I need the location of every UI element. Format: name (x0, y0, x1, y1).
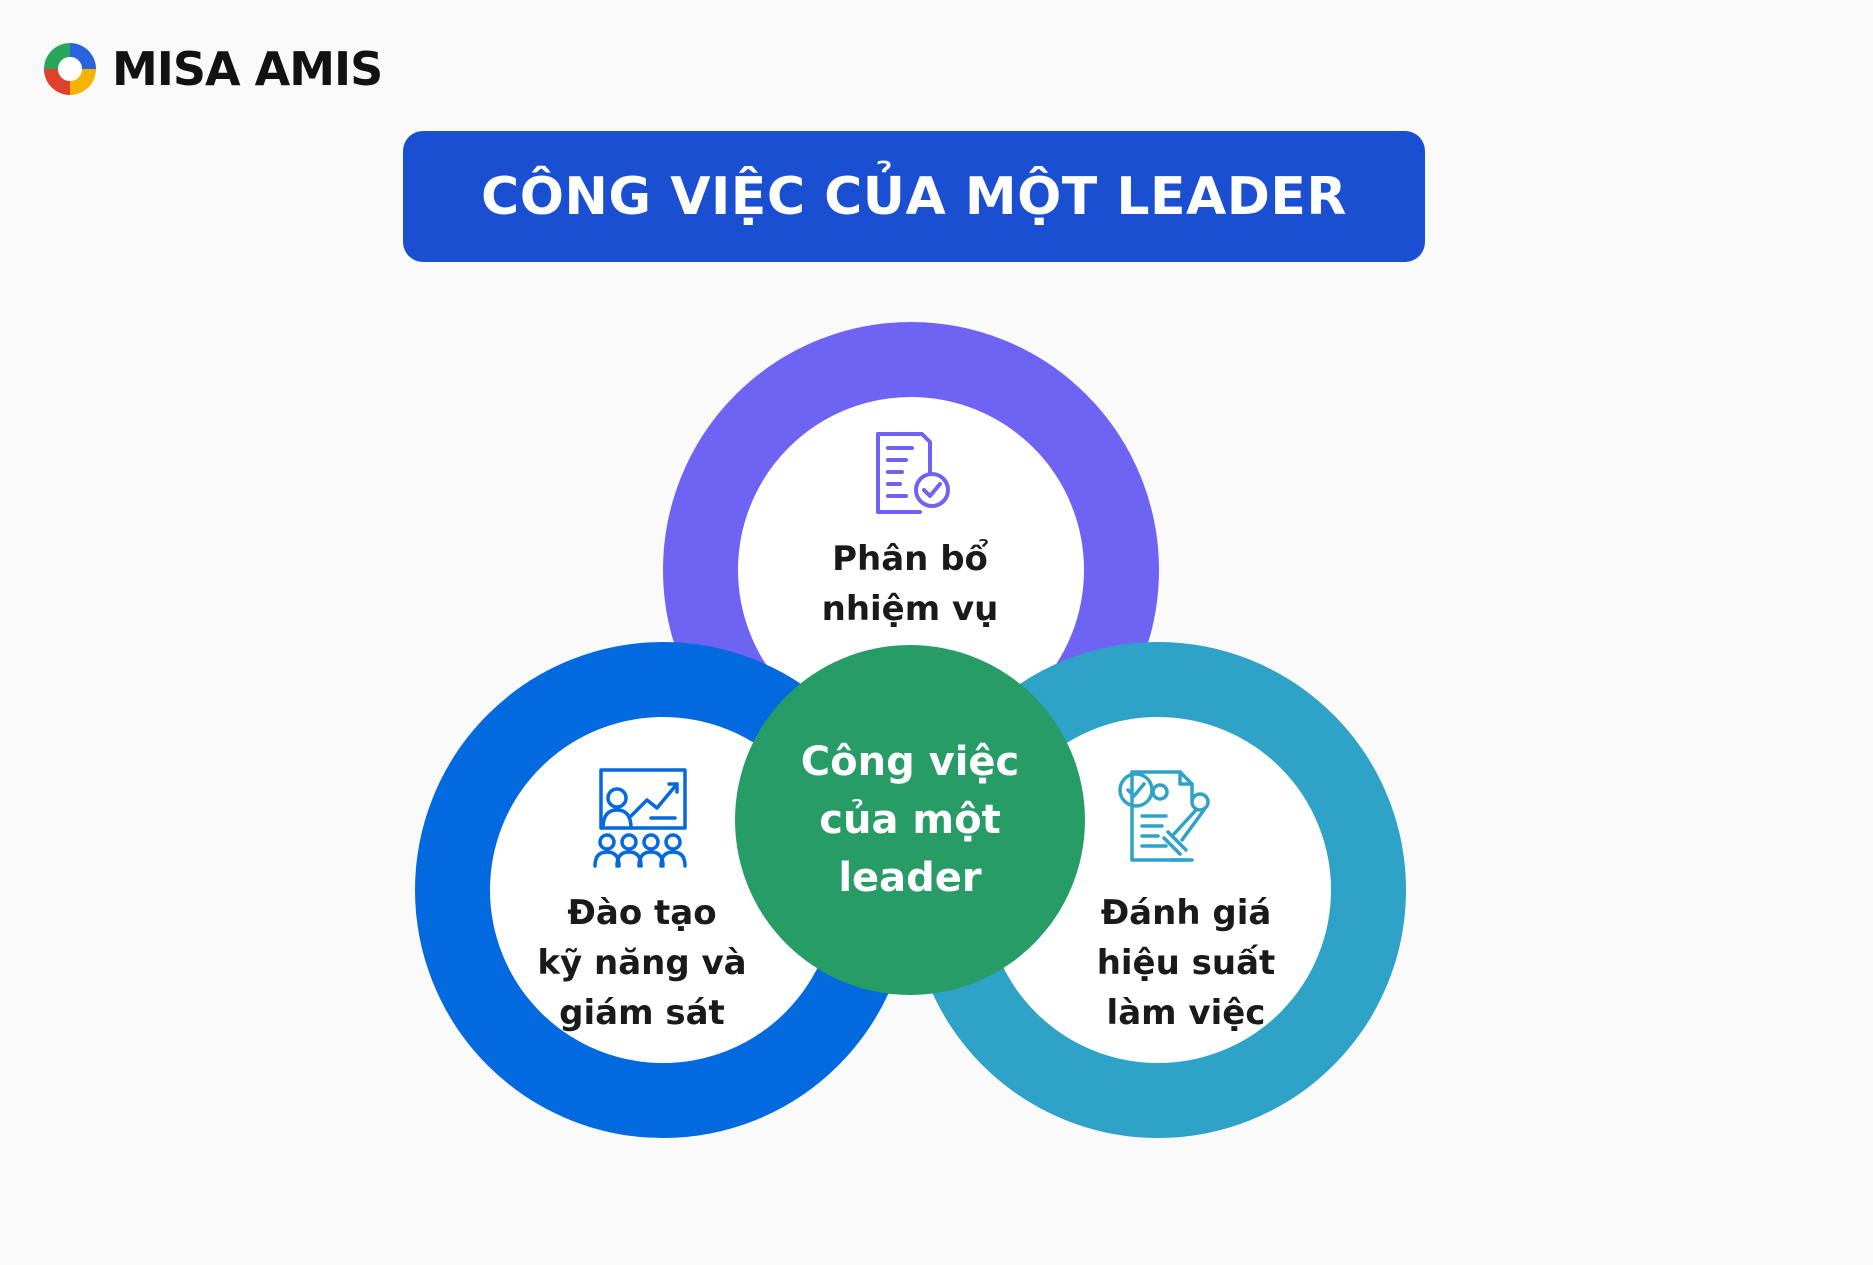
node-label-training-supervision: Đào tạo kỹ năng và giám sát (522, 888, 762, 1038)
brand-logo: MISA AMIS (40, 38, 383, 100)
task-document-check-icon (876, 432, 950, 514)
node-label-line: Đào tạo (567, 893, 717, 933)
node-label-performance-evaluation: Đánh giá hiệu suất làm việc (1066, 888, 1306, 1038)
page-title: CÔNG VIỆC CỦA MỘT LEADER (481, 166, 1347, 227)
training-presentation-icon (593, 768, 687, 868)
center-circle: Công việc của một leader (735, 645, 1085, 995)
node-label-task-allocation: Phân bổ nhiệm vụ (790, 534, 1030, 634)
node-label-line: Phân bổ (832, 539, 988, 579)
node-label-line: giám sát (559, 993, 725, 1033)
center-label-line: leader (838, 855, 982, 901)
node-label-line: làm việc (1106, 993, 1266, 1033)
center-label: Công việc của một leader (785, 733, 1035, 907)
node-label-line: hiệu suất (1096, 943, 1276, 983)
misa-amis-logo-icon (44, 43, 96, 95)
evaluation-certificate-icon (1118, 770, 1210, 862)
node-label-line: nhiệm vụ (821, 589, 999, 629)
node-label-line: Đánh giá (1100, 893, 1272, 933)
title-banner: CÔNG VIỆC CỦA MỘT LEADER (403, 131, 1425, 262)
center-label-line: của một (819, 797, 1001, 843)
center-label-line: Công việc (800, 739, 1020, 785)
node-label-line: kỹ năng và (537, 943, 747, 983)
brand-name: MISA AMIS (112, 42, 383, 96)
